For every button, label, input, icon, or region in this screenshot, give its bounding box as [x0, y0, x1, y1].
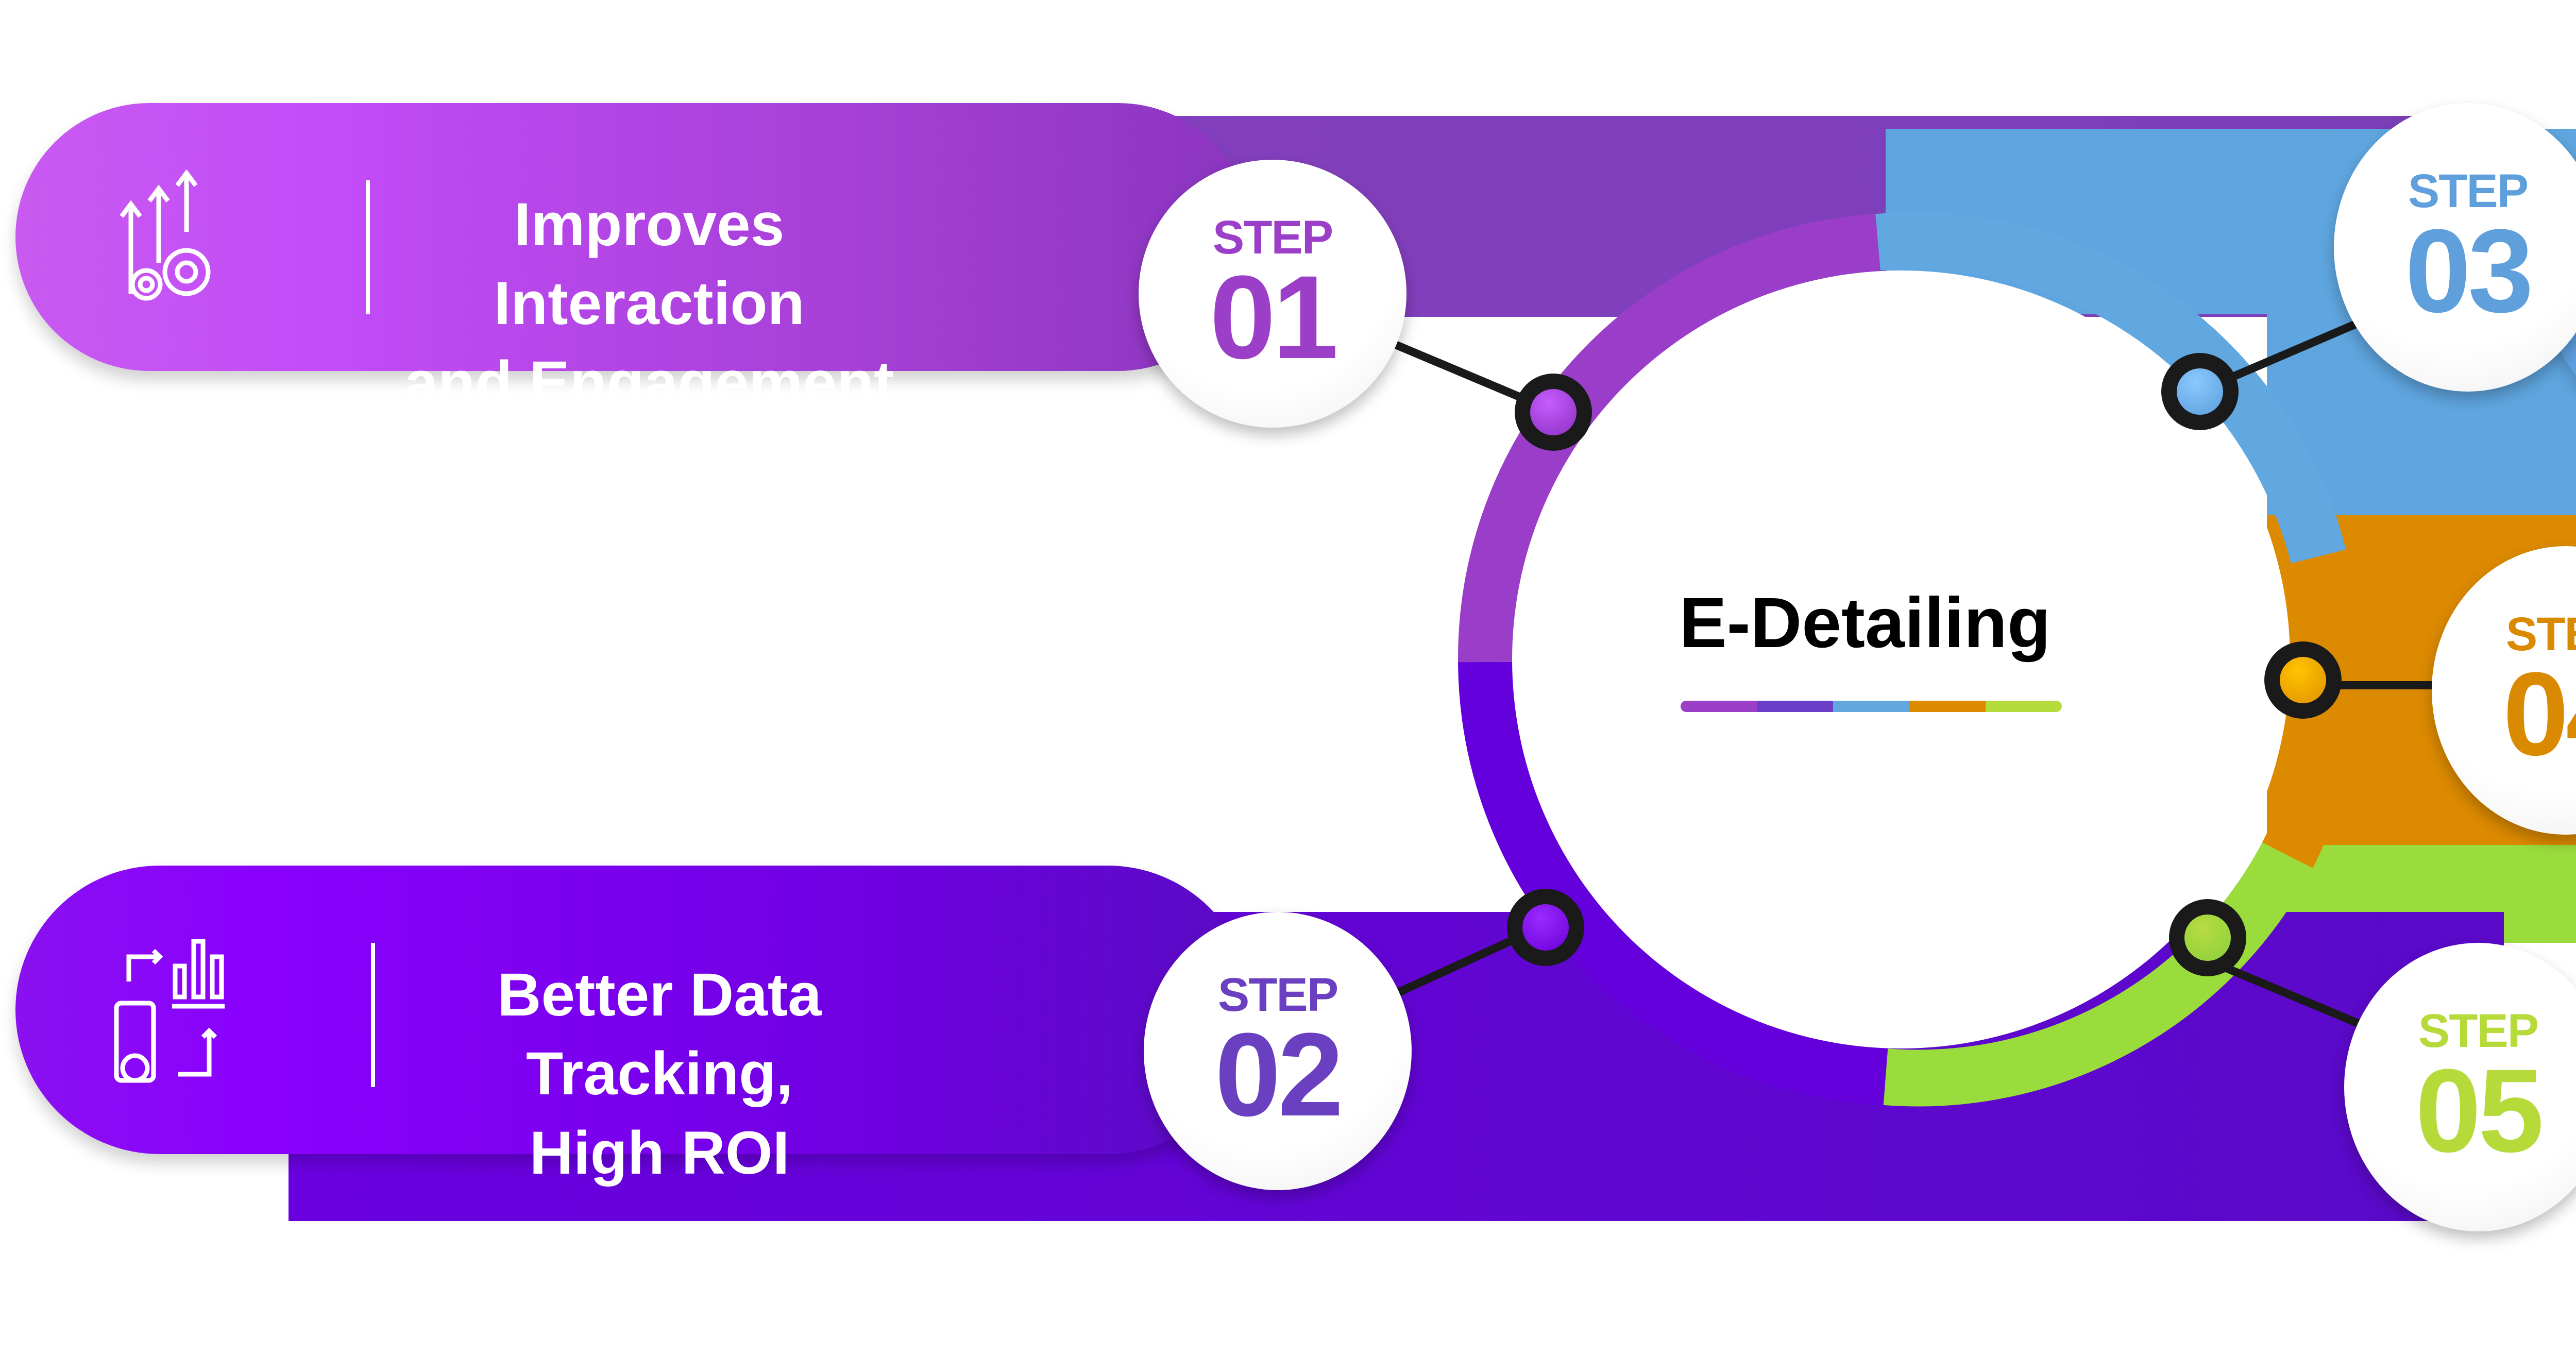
- ring-node-dot: [2177, 368, 2223, 415]
- ring-node-dot: [1530, 389, 1577, 435]
- center-underline: [1681, 701, 2062, 712]
- underline-seg-5: [1986, 701, 2062, 712]
- step-1-label-line1: Improves Interaction: [494, 191, 805, 338]
- ring-node-step-3: [2161, 353, 2239, 430]
- step-5-number: 05: [2415, 1044, 2544, 1177]
- step-1-card: Improves Interaction and Engagement: [15, 103, 1252, 417]
- mobile-data-tracking-icon: [114, 939, 225, 1083]
- step-1-label-line2: and Engagement: [404, 348, 894, 417]
- ring-node-step-1: [1515, 374, 1592, 451]
- ring-node-step-5: [2169, 899, 2246, 976]
- step-3-number: 03: [2405, 204, 2534, 337]
- step-1-divider: [366, 180, 370, 314]
- step-2-word: STEP: [1217, 968, 1338, 1021]
- growth-gears-icon: [120, 170, 211, 301]
- step-4-word: STEP: [2505, 607, 2576, 661]
- ring-node-step-4: [2264, 641, 2342, 719]
- ring-node-dot: [1522, 904, 1569, 951]
- step-5-word: STEP: [2418, 1004, 2539, 1057]
- step-1-number: 01: [1210, 250, 1338, 383]
- step-2-label-line2: High ROI: [529, 1119, 790, 1187]
- step-2-number: 02: [1215, 1008, 1344, 1141]
- ring-node-dot: [2184, 915, 2231, 961]
- step-1-label: Improves Interaction and Engagement: [386, 185, 912, 422]
- step-2-label: Better Data Tracking, High ROI: [397, 956, 922, 1193]
- step-1-badge: STEP 01: [1139, 160, 1406, 428]
- step-5-badge: STEP 05: [2344, 943, 2576, 1231]
- ring-node-step-2: [1507, 889, 1584, 966]
- step-3-badge: STEP 03: [2334, 103, 2576, 392]
- underline-seg-3: [1833, 701, 1909, 712]
- center-ring: [1458, 212, 2362, 1107]
- center-title: E-Detailing: [1679, 583, 2051, 663]
- step-1-word: STEP: [1212, 211, 1333, 264]
- step-2-badge: STEP 02: [1144, 912, 1412, 1190]
- step-2-divider: [371, 943, 375, 1087]
- step-2-label-line1: Better Data Tracking,: [497, 961, 822, 1108]
- underline-seg-4: [1909, 701, 1986, 712]
- step-2-card: Better Data Tracking, High ROI: [15, 866, 1252, 1187]
- step-4-number: 04: [2503, 647, 2576, 780]
- underline-seg-1: [1681, 701, 1757, 712]
- underline-seg-2: [1757, 701, 1833, 712]
- step-3-word: STEP: [2408, 164, 2529, 217]
- ring-node-dot: [2280, 657, 2326, 703]
